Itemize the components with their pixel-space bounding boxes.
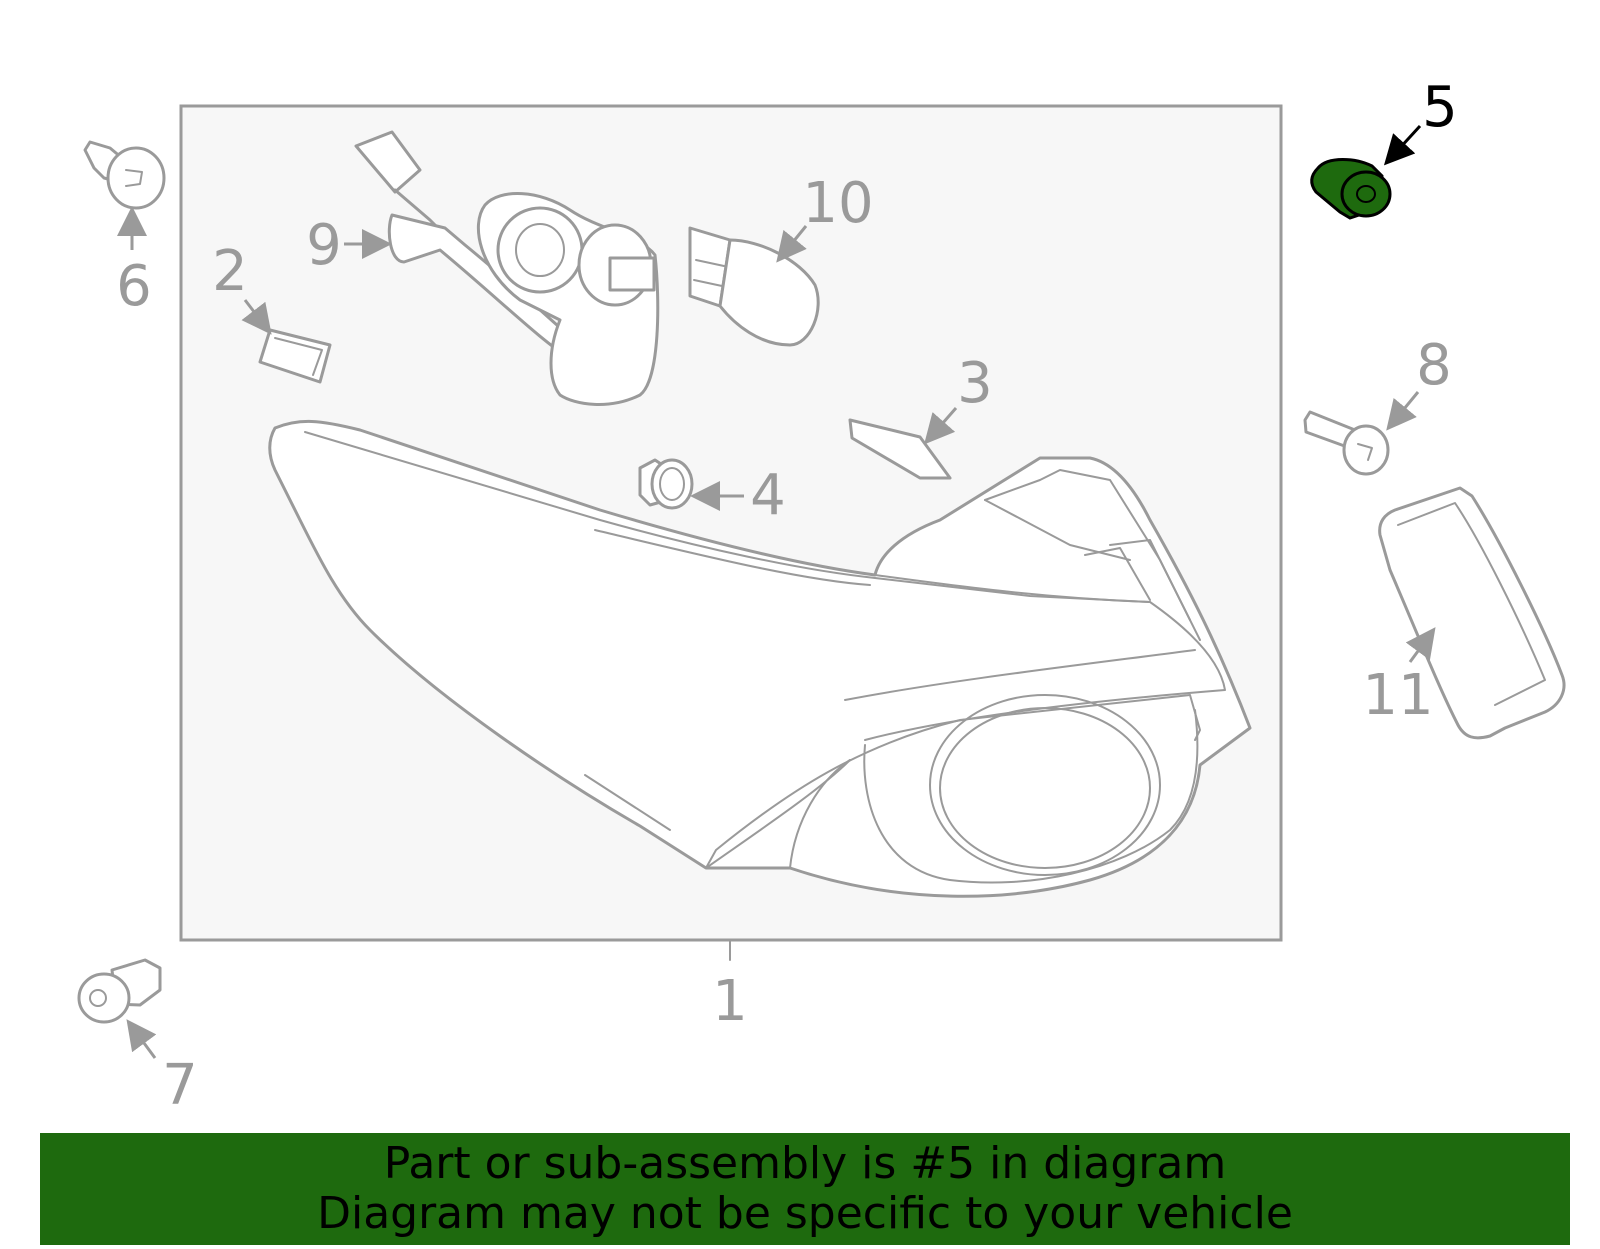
callout-1: 1 bbox=[712, 969, 748, 1034]
part-4-grommet bbox=[638, 458, 694, 510]
callout-11: 11 bbox=[1362, 663, 1433, 728]
part-11-reflector bbox=[1378, 486, 1566, 740]
info-banner: Part or sub-assembly is #5 in diagram Di… bbox=[40, 1133, 1570, 1245]
part-7-screw bbox=[77, 958, 162, 1024]
banner-line-2: Diagram may not be specific to your vehi… bbox=[317, 1188, 1293, 1239]
callout-9: 9 bbox=[306, 213, 342, 278]
part-5-nut-highlighted bbox=[1310, 158, 1392, 220]
part-9-socket-harness bbox=[354, 130, 660, 406]
callout-6: 6 bbox=[116, 254, 152, 319]
callout-4: 4 bbox=[750, 463, 786, 528]
part-8-screw bbox=[1303, 410, 1390, 476]
headlamp-housing bbox=[268, 420, 1252, 898]
callout-3: 3 bbox=[957, 351, 993, 416]
callout-8: 8 bbox=[1416, 333, 1452, 398]
callout-10: 10 bbox=[802, 171, 873, 236]
part-10-bulb bbox=[688, 226, 820, 347]
banner-line-1: Part or sub-assembly is #5 in diagram bbox=[383, 1138, 1227, 1189]
callout-2: 2 bbox=[212, 239, 248, 304]
part-2-pad bbox=[258, 328, 332, 384]
part-3-wedge bbox=[848, 418, 952, 480]
callout-5: 5 bbox=[1422, 75, 1458, 140]
part-6-screw bbox=[83, 140, 166, 210]
callout-7: 7 bbox=[162, 1053, 198, 1118]
